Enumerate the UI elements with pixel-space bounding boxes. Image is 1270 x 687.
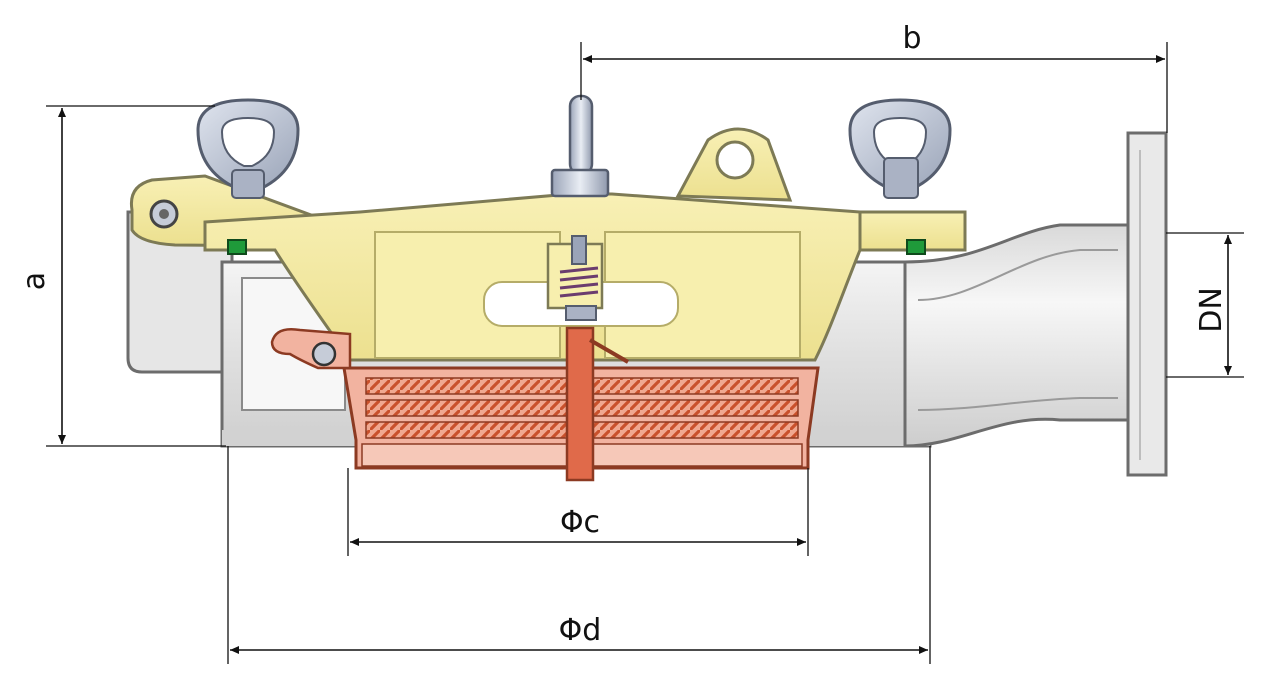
dimension-b: b [580,21,1168,133]
dimension-label-dn: DN [1194,287,1229,333]
right-eyebolt [848,98,952,199]
dimension-phi-c: Φc [347,468,809,556]
central-stem [546,94,610,321]
dimension-label-phi-c: Φc [560,505,600,540]
latch-clip [270,328,352,370]
dimension-label-phi-d: Φd [559,613,602,648]
right-seal [906,239,926,255]
dimension-label-b: b [902,21,921,56]
dimension-label-a: a [17,272,52,290]
left-eyebolt [196,98,300,199]
dimension-a: a [17,105,226,447]
left-seal [227,239,247,255]
flame-arrester-element [342,326,820,482]
dimension-phi-d: Φd [227,446,931,664]
dimension-dn: DN [1166,232,1244,378]
